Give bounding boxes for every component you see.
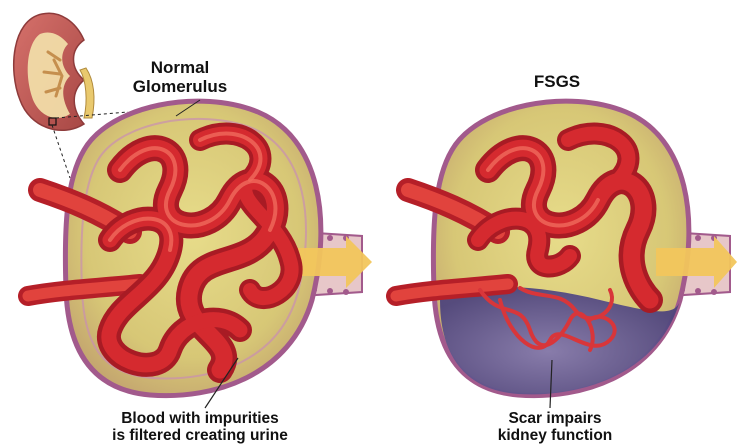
fsgs-caption-line1: Scar impairs <box>455 410 655 427</box>
normal-caption-line1: Blood with impurities <box>60 410 340 427</box>
fsgs-title: FSGS <box>512 72 602 91</box>
fsgs-glomerulus <box>396 101 737 408</box>
fsgs-caption: Scar impairs kidney function <box>455 410 655 445</box>
normal-caption: Blood with impurities is filtered creati… <box>60 410 340 445</box>
normal-caption-line2: is filtered creating urine <box>60 427 340 444</box>
fsgs-caption-line2: kidney function <box>455 427 655 444</box>
kidney-icon <box>14 13 94 130</box>
normal-title-line2: Glomerulus <box>120 77 240 96</box>
normal-title-line1: Normal <box>120 58 240 77</box>
normal-glomerulus-title: Normal Glomerulus <box>120 58 240 96</box>
normal-glomerulus <box>28 100 372 408</box>
